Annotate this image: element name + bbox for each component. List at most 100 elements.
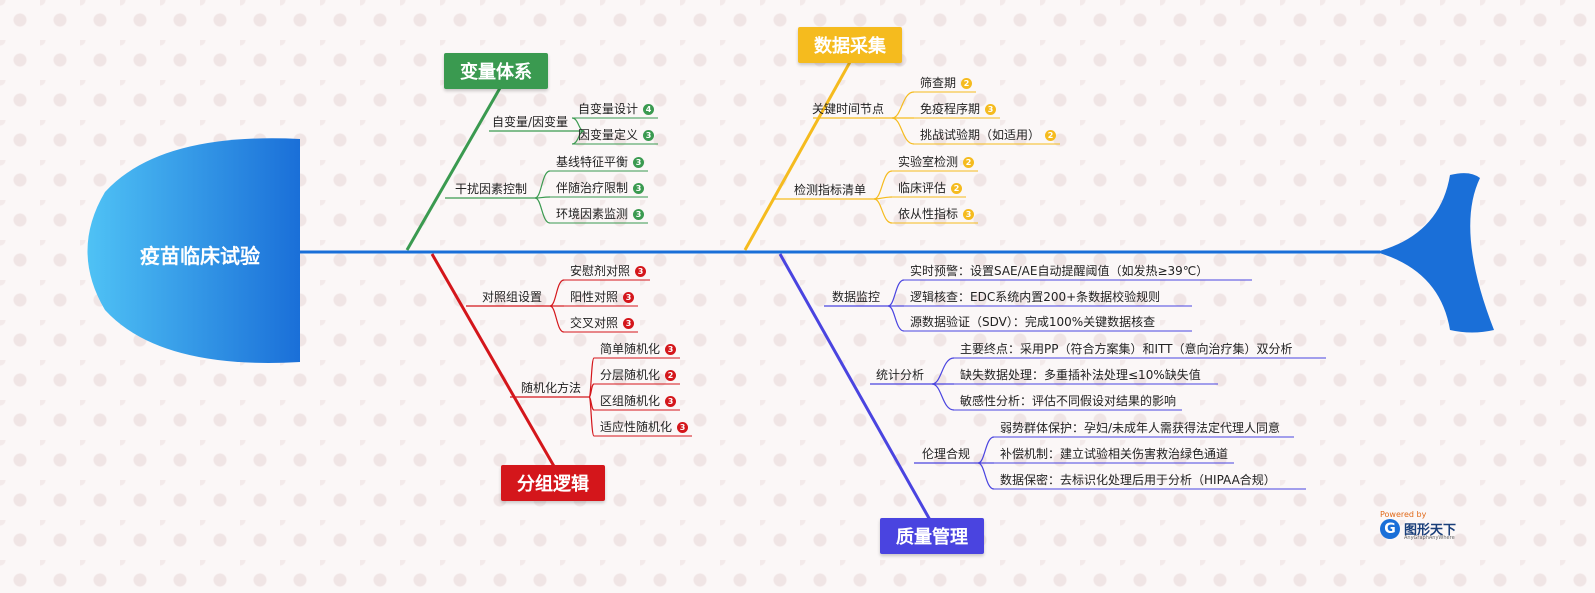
category-quality[interactable]: 质量管理 bbox=[880, 518, 984, 554]
priority-badge: 3 bbox=[985, 104, 997, 115]
logo-powered: Powered by bbox=[1380, 510, 1427, 519]
leaf-item[interactable]: 交叉对照 3 bbox=[570, 315, 635, 331]
priority-badge: 2 bbox=[951, 183, 963, 194]
branch-label[interactable]: 对照组设置 bbox=[482, 290, 543, 304]
bone-collect bbox=[743, 61, 852, 251]
priority-badge: 2 bbox=[665, 370, 677, 381]
leaf-connector bbox=[931, 357, 955, 385]
category-collect[interactable]: 数据采集 bbox=[798, 27, 902, 63]
priority-badge: 3 bbox=[665, 344, 677, 355]
leaf-text: 逻辑核查：EDC系统内置200+条数据校验规则 bbox=[910, 290, 1161, 304]
leaf-text: 免疫程序期 bbox=[920, 102, 981, 116]
leaf-connector bbox=[588, 396, 595, 437]
priority-badge: 3 bbox=[623, 318, 635, 329]
leaf-text: 弱势群体保护：孕妇/未成年人需获得法定代理人同意 bbox=[1000, 421, 1281, 435]
branch-label[interactable]: 检测指标清单 bbox=[794, 183, 867, 197]
fish-tail bbox=[1376, 173, 1494, 333]
leaf-connector bbox=[534, 197, 551, 224]
logo-g-icon: G bbox=[1380, 519, 1400, 539]
leaf-item[interactable]: 敏感性分析：评估不同假设对结果的影响 bbox=[960, 393, 1176, 409]
branch-label[interactable]: 自变量/因变量 bbox=[492, 115, 569, 129]
leaf-text: 基线特征平衡 bbox=[556, 155, 629, 169]
leaf-item[interactable]: 主要终点：采用PP（符合方案集）和ITT（意向治疗集）双分析 bbox=[960, 341, 1292, 357]
leaf-text: 适应性随机化 bbox=[600, 420, 673, 434]
bone-group bbox=[430, 253, 557, 469]
leaf-item[interactable]: 安慰剂对照 3 bbox=[570, 263, 647, 279]
leaf-connector bbox=[873, 198, 893, 224]
priority-badge: 3 bbox=[963, 209, 975, 220]
leaf-connector bbox=[549, 305, 565, 333]
leaf-item[interactable]: 因变量定义 3 bbox=[578, 127, 655, 143]
priority-badge: 3 bbox=[635, 266, 647, 277]
leaf-text: 区组随机化 bbox=[600, 394, 661, 408]
priority-badge: 2 bbox=[1045, 130, 1057, 141]
leaf-text: 自变量设计 bbox=[578, 102, 639, 116]
leaf-item[interactable]: 分层随机化 2 bbox=[600, 367, 677, 383]
branch-label[interactable]: 随机化方法 bbox=[521, 381, 582, 395]
branch-label[interactable]: 数据监控 bbox=[832, 290, 881, 304]
leaf-text: 敏感性分析：评估不同假设对结果的影响 bbox=[960, 394, 1177, 408]
leaf-text: 环境因素监测 bbox=[556, 207, 629, 221]
leaf-item[interactable]: 缺失数据处理：多重插补法处理≤10%缺失值 bbox=[960, 367, 1201, 383]
priority-badge: 3 bbox=[677, 422, 689, 433]
leaf-item[interactable]: 弱势群体保护：孕妇/未成年人需获得法定代理人同意 bbox=[1000, 420, 1280, 436]
leaf-text: 因变量定义 bbox=[578, 128, 639, 142]
leaf-text: 安慰剂对照 bbox=[570, 264, 631, 278]
leaf-text: 补偿机制：建立试验相关伤害救治绿色通道 bbox=[1000, 447, 1229, 461]
fish-head bbox=[87, 138, 300, 363]
leaf-connector bbox=[873, 170, 893, 200]
leaf-text: 主要终点：采用PP（符合方案集）和ITT（意向治疗集）双分析 bbox=[960, 342, 1293, 356]
leaf-item[interactable]: 环境因素监测 3 bbox=[556, 206, 645, 222]
bone-vars bbox=[405, 87, 502, 251]
leaf-text: 源数据验证（SDV）：完成100%关键数据核查 bbox=[910, 315, 1156, 329]
leaf-text: 简单随机化 bbox=[600, 342, 661, 356]
branch-label[interactable]: 伦理合规 bbox=[922, 447, 971, 461]
leaf-text: 临床评估 bbox=[898, 181, 947, 195]
priority-badge: 3 bbox=[643, 130, 655, 141]
leaf-text: 数据保密：去标识化处理后用于分析（HIPAA合规） bbox=[1000, 473, 1276, 487]
leaf-item[interactable]: 挑战试验期（如适用） 2 bbox=[920, 127, 1057, 143]
leaf-item[interactable]: 简单随机化 3 bbox=[600, 341, 677, 357]
leaf-item[interactable]: 适应性随机化 3 bbox=[600, 419, 689, 435]
leaf-item[interactable]: 源数据验证（SDV）：完成100%关键数据核查 bbox=[910, 314, 1155, 330]
leaf-item[interactable]: 实时预警：设置SAE/AE自动提醒阈值（如发热≥39℃） bbox=[910, 263, 1208, 279]
leaf-item[interactable]: 依从性指标 3 bbox=[898, 206, 975, 222]
leaf-connector bbox=[549, 279, 565, 307]
priority-badge: 3 bbox=[633, 209, 645, 220]
leaf-text: 实验室检测 bbox=[898, 155, 959, 169]
leaf-text: 实时预警：设置SAE/AE自动提醒阈值（如发热≥39℃） bbox=[910, 264, 1209, 278]
leaf-text: 挑战试验期（如适用） bbox=[920, 128, 1041, 142]
leaf-item[interactable]: 数据保密：去标识化处理后用于分析（HIPAA合规） bbox=[1000, 472, 1276, 488]
leaf-connector bbox=[887, 279, 905, 307]
priority-badge: 2 bbox=[961, 78, 973, 89]
leaf-text: 阳性对照 bbox=[570, 290, 619, 304]
leaf-item[interactable]: 免疫程序期 3 bbox=[920, 101, 997, 117]
leaf-item[interactable]: 临床评估 2 bbox=[898, 180, 963, 196]
leaf-item[interactable]: 区组随机化 3 bbox=[600, 393, 677, 409]
leaf-text: 交叉对照 bbox=[570, 316, 619, 330]
branch-label[interactable]: 干扰因素控制 bbox=[455, 182, 528, 196]
category-vars[interactable]: 变量体系 bbox=[444, 53, 548, 89]
leaf-item[interactable]: 逻辑核查：EDC系统内置200+条数据校验规则 bbox=[910, 289, 1160, 305]
priority-badge: 2 bbox=[963, 157, 975, 168]
branch-label[interactable]: 统计分析 bbox=[876, 368, 925, 382]
leaf-connector bbox=[534, 170, 551, 199]
branch-label[interactable]: 关键时间节点 bbox=[812, 102, 885, 116]
leaf-text: 分层随机化 bbox=[600, 368, 661, 382]
leaf-connector bbox=[588, 383, 595, 398]
leaf-text: 依从性指标 bbox=[898, 207, 959, 221]
leaf-connector bbox=[891, 91, 915, 119]
leaf-item[interactable]: 实验室检测 2 bbox=[898, 154, 975, 170]
leaf-connector bbox=[891, 117, 915, 145]
leaf-connector bbox=[931, 383, 955, 411]
diagram-title: 疫苗临床试验 bbox=[140, 244, 260, 268]
leaf-item[interactable]: 补偿机制：建立试验相关伤害救治绿色通道 bbox=[1000, 446, 1228, 462]
priority-badge: 3 bbox=[665, 396, 677, 407]
category-group[interactable]: 分组逻辑 bbox=[501, 465, 605, 501]
